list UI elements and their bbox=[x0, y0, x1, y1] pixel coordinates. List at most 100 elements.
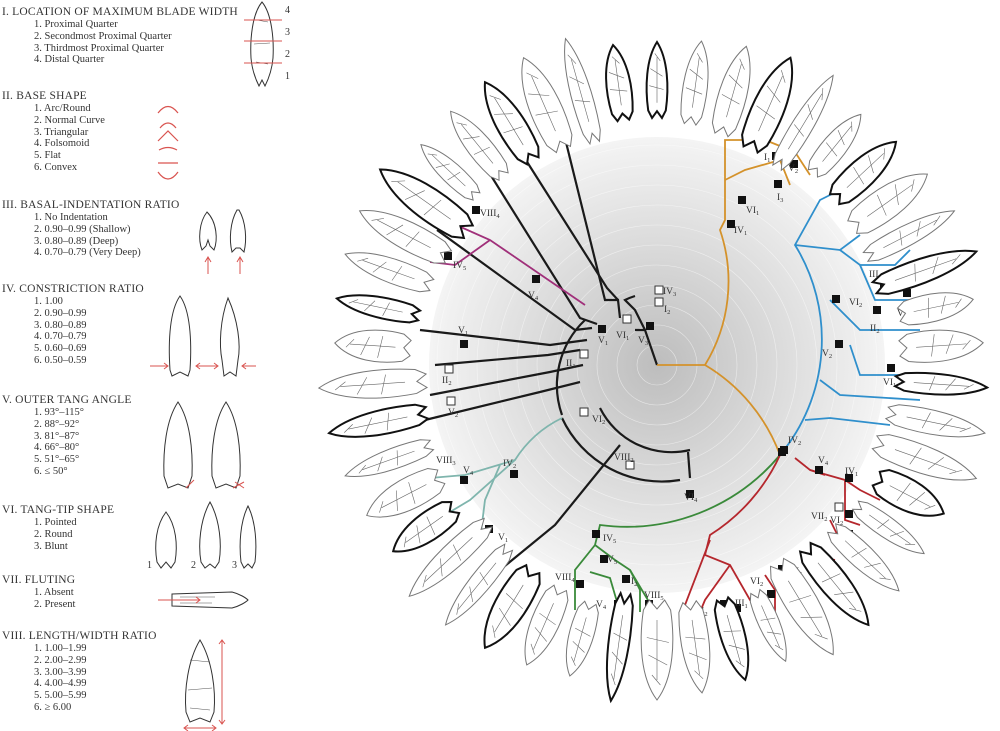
tip-number: 2 bbox=[191, 560, 196, 571]
option: 6. ≥ 6.00 bbox=[34, 701, 72, 713]
flake-scars bbox=[916, 334, 971, 357]
projectile-point-drawing bbox=[898, 329, 984, 363]
branch bbox=[449, 459, 516, 513]
point-outline bbox=[344, 252, 435, 293]
option: 6. ≤ 50° bbox=[34, 465, 68, 477]
projectile-point-drawing bbox=[483, 563, 541, 650]
projectile-point-drawing bbox=[334, 294, 423, 324]
node-label: V2 bbox=[788, 164, 798, 175]
option: 3. Triangular bbox=[34, 126, 89, 138]
option: 1. Arc/Round bbox=[34, 103, 91, 114]
point-outline bbox=[565, 600, 599, 677]
filled-marker bbox=[845, 474, 853, 482]
flake-scars bbox=[403, 516, 444, 548]
filled-marker bbox=[576, 580, 584, 588]
projectile-point-drawing bbox=[366, 468, 446, 518]
node-label: V1 bbox=[498, 533, 508, 544]
branch bbox=[839, 249, 911, 266]
option: 2. Present bbox=[34, 598, 76, 610]
point-outline bbox=[483, 563, 541, 650]
normal-curve-icon bbox=[159, 122, 177, 129]
circular-phylogeny: IV3 I2 VI1 V1 V3 II1 V1 II2 V2 VI2 VIII2… bbox=[317, 37, 990, 704]
flake-scars bbox=[646, 620, 669, 686]
projectile-point-drawing bbox=[524, 584, 569, 666]
branch bbox=[657, 139, 765, 366]
filled-marker bbox=[472, 206, 480, 214]
node-label: IV1 bbox=[845, 467, 858, 478]
convex-icon bbox=[157, 171, 179, 180]
branch bbox=[499, 444, 621, 571]
open-marker bbox=[444, 364, 454, 374]
projectile-point-drawing bbox=[680, 40, 709, 127]
flake-scars bbox=[456, 562, 497, 615]
tip-number: 1 bbox=[147, 560, 152, 571]
orange-clade-branches bbox=[657, 139, 811, 456]
projectile-point-drawing bbox=[769, 557, 834, 656]
filled-marker bbox=[873, 306, 881, 314]
arc bbox=[599, 407, 691, 454]
filled-marker bbox=[592, 530, 600, 538]
point-outline bbox=[344, 439, 435, 477]
option: 1. 1.00–1.99 bbox=[34, 643, 87, 654]
node-label: V4 bbox=[463, 466, 474, 477]
point-outline bbox=[605, 590, 634, 704]
base-shape-icons bbox=[157, 105, 179, 180]
section-title: I. LOCATION OF MAXIMUM BLADE WIDTH bbox=[2, 6, 238, 18]
flake-scars bbox=[913, 376, 974, 391]
filled-marker bbox=[738, 196, 746, 204]
flake-scars bbox=[913, 295, 962, 318]
node-label: VIII4 bbox=[480, 209, 500, 220]
flake-scars bbox=[869, 514, 916, 545]
projectile-point-drawing bbox=[334, 329, 412, 363]
projectile-point-drawing bbox=[884, 404, 986, 438]
flake-scars bbox=[883, 215, 941, 248]
open-marker bbox=[834, 502, 844, 512]
tang-angle-figures bbox=[163, 401, 245, 489]
flake-scars bbox=[422, 537, 473, 588]
branch bbox=[419, 328, 588, 347]
flake-scars bbox=[348, 299, 403, 316]
point-outline bbox=[334, 294, 423, 324]
node-label: VI2 bbox=[830, 516, 843, 527]
node-label: I2 bbox=[664, 305, 670, 316]
node-label: IV2 bbox=[788, 436, 801, 447]
open-marker bbox=[622, 314, 632, 324]
flake-scars bbox=[760, 605, 784, 651]
option: 5. Flat bbox=[34, 150, 61, 162]
triangular-icon bbox=[157, 130, 179, 142]
arc bbox=[555, 319, 586, 416]
flake-scars bbox=[788, 580, 828, 640]
option: 2. Secondmost Proximal Quarter bbox=[34, 30, 172, 42]
node-label: IV5 bbox=[603, 534, 616, 545]
flake-scars bbox=[867, 179, 915, 217]
flake-scars bbox=[721, 58, 745, 118]
projectile-point-drawing bbox=[391, 500, 461, 553]
basal-indentation-figures bbox=[199, 209, 247, 274]
projectile-point-drawing bbox=[344, 439, 435, 477]
legend-section-2: II. BASE SHAPE 1. Arc/Round 2. Normal Cu… bbox=[2, 90, 105, 174]
node-label: II1 bbox=[566, 359, 576, 370]
filled-marker bbox=[778, 448, 786, 456]
option: 4. 0.70–0.79 bbox=[34, 331, 87, 343]
open-marker bbox=[579, 407, 589, 417]
flake-scars bbox=[610, 615, 628, 686]
node-label: I2 bbox=[631, 577, 637, 588]
option: 4. 4.00–4.99 bbox=[34, 678, 87, 690]
filled-marker bbox=[646, 322, 654, 330]
point-outline bbox=[749, 588, 787, 663]
projectile-point-drawing bbox=[483, 80, 540, 166]
projectile-point-drawing bbox=[896, 292, 974, 326]
point-outline bbox=[884, 404, 986, 438]
flake-scars bbox=[788, 88, 824, 150]
option: 5. 51°–65° bbox=[34, 454, 80, 466]
projectile-point-drawing bbox=[605, 590, 634, 704]
node-label: VIII2 bbox=[614, 453, 634, 464]
option: 1. Absent bbox=[34, 587, 74, 598]
node-label: VI2 bbox=[849, 298, 862, 309]
node-label: VI2 bbox=[750, 577, 763, 588]
section-title: VI. TANG-TIP SHAPE bbox=[2, 504, 115, 516]
projectile-point-drawing bbox=[749, 588, 787, 663]
option: 3. 0.80–0.89 bbox=[34, 319, 87, 331]
point-outline bbox=[366, 468, 446, 518]
filled-marker bbox=[832, 295, 840, 303]
